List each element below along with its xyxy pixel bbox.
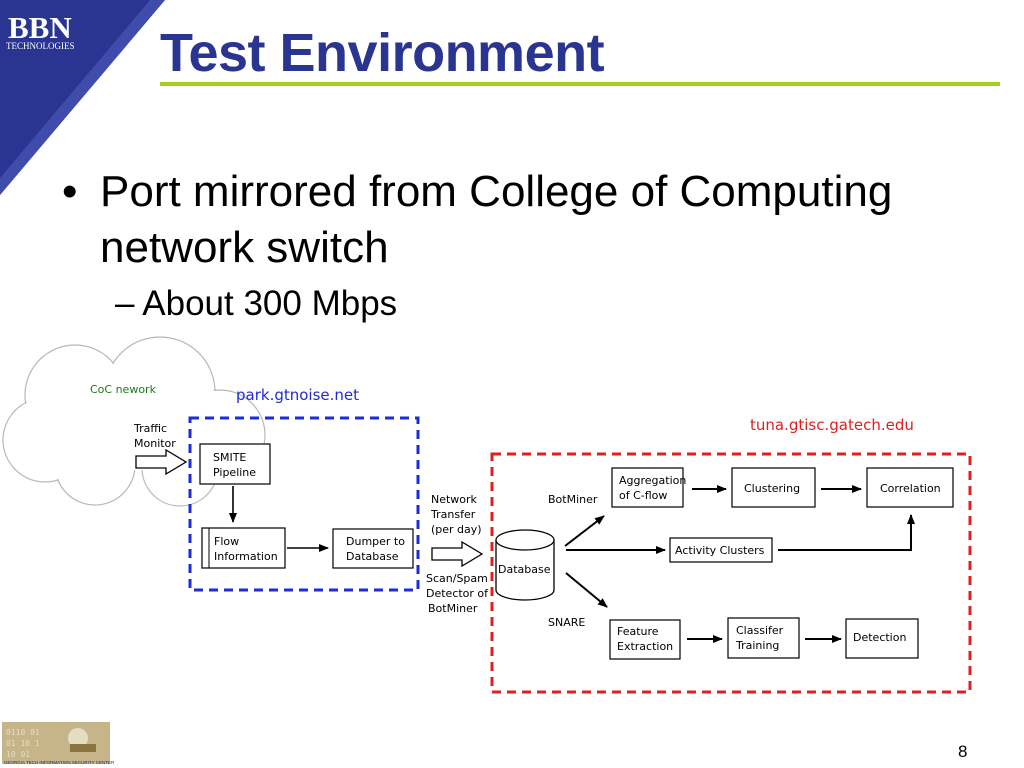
bbn-logo-name: BBN [8, 10, 72, 45]
bullet-level1-text: Port mirrored from College of Computing … [100, 167, 893, 272]
cloud-label: CoC nework [90, 383, 157, 396]
smite-pipeline-label: SMITE Pipeline [213, 451, 256, 479]
aggregation-box [611, 467, 684, 508]
detection-box [845, 618, 919, 659]
database-cylinder [495, 529, 555, 601]
feature-extraction-label: Feature Extraction [617, 625, 673, 653]
park-region [188, 416, 420, 592]
corner-band-stripe [0, 0, 165, 195]
gt-isc-logo: 0110 01 01 10 1 10 01 GEORGIA TECH INFOR… [2, 722, 115, 765]
network-transfer-label: Network Transfer (per day) [430, 493, 482, 536]
db-to-feature-arrow [565, 572, 608, 608]
clustering-label: Clustering [744, 482, 800, 495]
host-tuna-label: tuna.gtisc.gatech.edu [750, 416, 914, 434]
smite-pipeline-box [199, 443, 271, 485]
activity-clusters-label: Activity Clusters [675, 544, 765, 557]
bbn-logo-sub: TECHNOLOGIES [6, 41, 75, 51]
snare-label: SNARE [548, 616, 585, 629]
db-to-aggregation-arrow [564, 515, 605, 547]
traffic-monitor-label: Traffic Monitor [133, 422, 176, 450]
bbn-logo: BBN TECHNOLOGIES [6, 10, 75, 51]
slide-title: Test Environment [160, 23, 605, 83]
svg-text:10 01: 10 01 [6, 750, 30, 759]
flow-information-label: Flow Information [214, 535, 278, 563]
network-transfer-arrow [431, 540, 484, 568]
database-label: Database [498, 563, 551, 576]
classifier-training-box [727, 617, 800, 659]
clustering-box [731, 467, 816, 508]
gt-logo-text: GEORGIA TECH INFORMATION SECURITY CENTER [4, 760, 115, 765]
aggregation-label: Aggregation of C-flow [619, 474, 690, 502]
classifier-training-label: Classifer Training [735, 624, 787, 652]
correlation-box [866, 467, 954, 508]
svg-text:01 10 1: 01 10 1 [6, 739, 40, 748]
page-number: 8 [958, 742, 968, 761]
activity-clusters-box [669, 537, 773, 563]
activity-to-correlation-arrow [778, 514, 915, 551]
dumper-box [332, 528, 414, 569]
svg-text:0110 01: 0110 01 [6, 728, 40, 737]
detection-label: Detection [853, 631, 906, 644]
feature-extraction-box [609, 619, 681, 660]
bullet-level2-text: – About 300 Mbps [115, 284, 398, 323]
tuna-region [490, 452, 972, 694]
traffic-monitor-arrow [135, 448, 188, 476]
correlation-label: Correlation [880, 482, 941, 495]
flow-information-box [201, 527, 286, 569]
dumper-label: Dumper to Database [346, 535, 408, 563]
scan-spam-label: Scan/Spam Detector of BotMiner [426, 572, 492, 615]
bullet-marker: • [62, 167, 78, 216]
botminer-label: BotMiner [548, 493, 598, 506]
host-park-label: park.gtnoise.net [236, 386, 359, 404]
